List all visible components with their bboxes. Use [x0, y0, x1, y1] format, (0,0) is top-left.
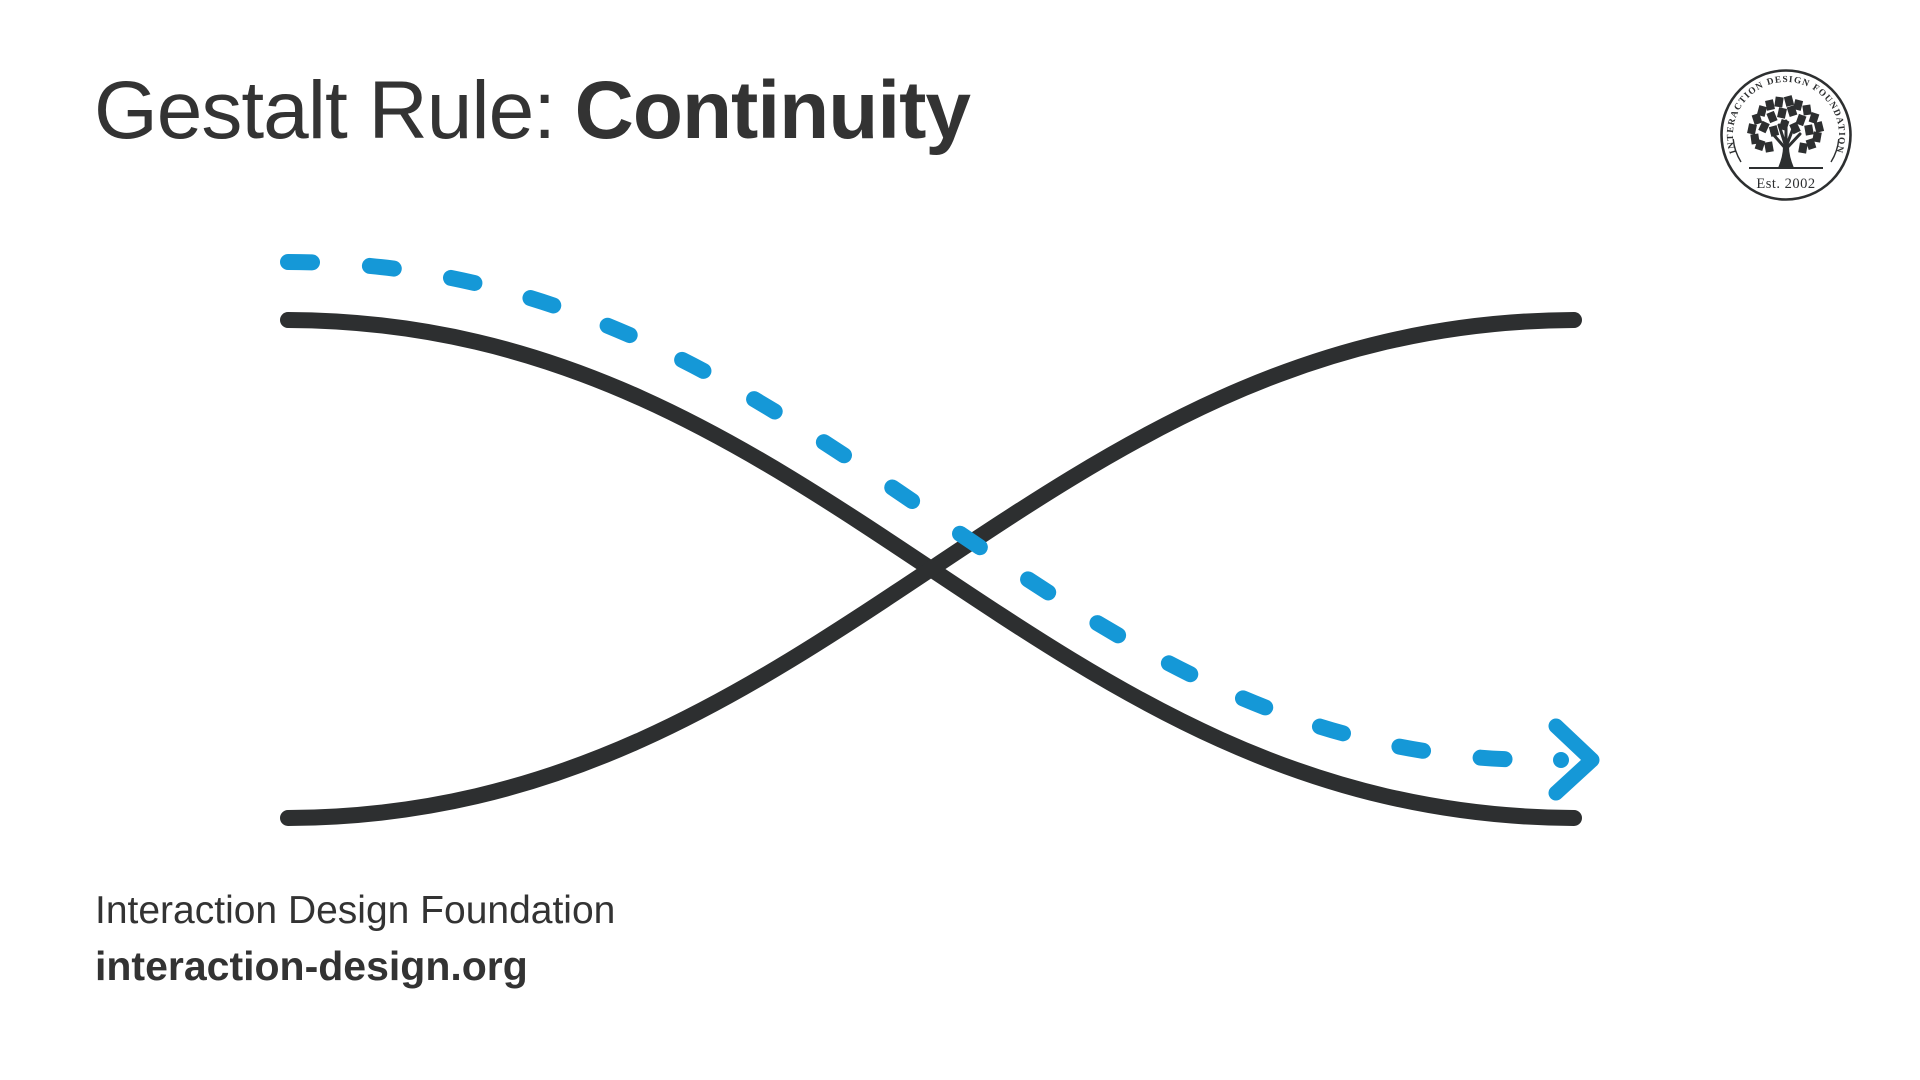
black-curve-ascending: [280, 312, 1582, 826]
footer-org-name: Interaction Design Foundation: [95, 889, 616, 932]
blue-arrow-head-icon: [1548, 718, 1600, 801]
footer-org-url: interaction-design.org: [95, 942, 528, 989]
idf-logo: INTERACTION DESIGN FOUNDATION: [1720, 69, 1852, 201]
logo-side-arc-left: [1732, 138, 1742, 163]
footer: Interaction Design Foundation interactio…: [95, 884, 615, 994]
logo-outer-circle: [1720, 69, 1852, 201]
page-title: Gestalt Rule:Continuity: [94, 64, 971, 158]
title-regular: Gestalt Rule:: [94, 65, 556, 156]
logo-tree: [1747, 95, 1825, 168]
blue-dashed-curve: [280, 254, 1548, 768]
logo-side-arc-right: [1830, 138, 1840, 163]
blue-dash-dot: [1553, 752, 1569, 768]
tree-trunk: [1778, 147, 1794, 168]
title-bold: Continuity: [574, 65, 971, 156]
tree-leaves: [1747, 95, 1825, 154]
logo-est-text: Est. 2002: [1756, 176, 1815, 192]
